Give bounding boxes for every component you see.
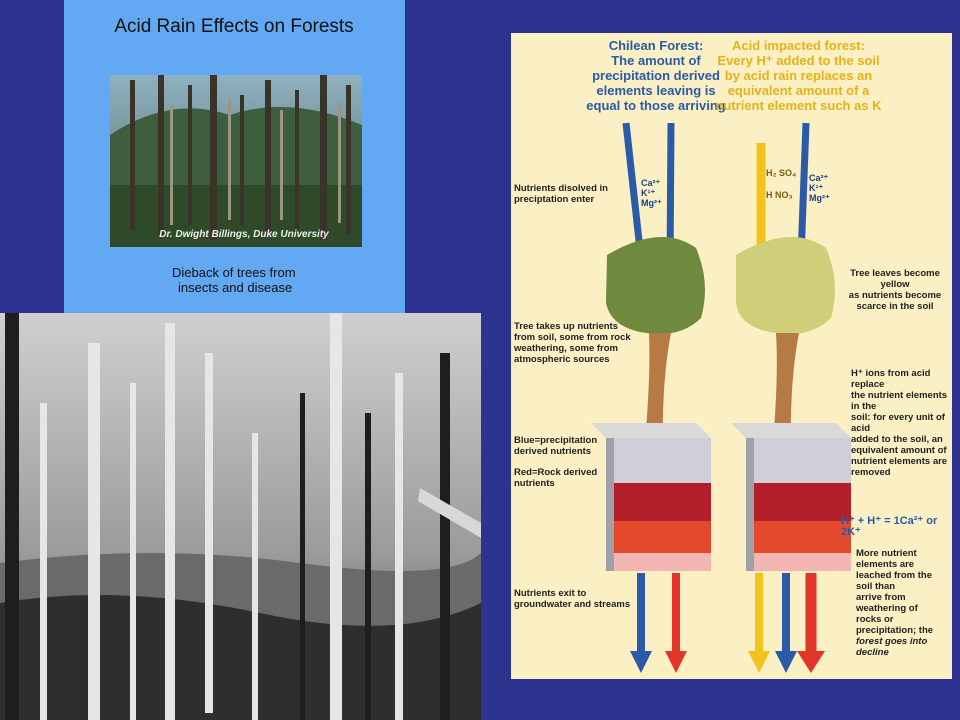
nutrients-enter-1: Nutrients disolved in [514,183,608,194]
canopy-right [736,237,835,334]
chilean-title: Chilean Forest: [608,38,704,53]
leached-1: More nutrient elements are [856,548,917,570]
legend-label: Blue=precipitation derived nutrients Red… [514,435,609,489]
chilean-desc-3: elements leaving is [596,83,716,98]
canopy-left [606,237,705,334]
equation-label: H⁺ + H⁺ = 1Ca²⁺ or 2K⁺ [841,515,938,538]
legend-red-2: nutrients [514,478,555,489]
uptake-3: weathering, some from [514,343,618,354]
diagram-graphics [591,122,851,673]
caption-line-2: insects and disease [178,280,293,295]
nutrient-cycle-diagram: Chilean Forest: The amount of precipitat… [511,33,952,679]
bw-dead-forest-photo [0,313,481,720]
h-ions-7: removed [851,467,891,478]
photo-credit: Dr. Dwight Billings, Duke University [159,229,329,240]
yellow-leaves-label: Tree leaves become yellow as nutrients b… [841,268,949,312]
acid-desc-1: Every H⁺ added to the soil [717,53,880,68]
legend-red-1: Red=Rock derived [514,467,598,478]
chem-hno3: H NO₃ [766,190,793,200]
exit-label: Nutrients exit to groundwater and stream… [514,588,634,610]
acid-desc-2: by acid rain replaces an [724,68,873,83]
yellow-3: scarce in the soil [856,301,934,312]
caption-line-1: Dieback of trees from [172,265,296,280]
nutrients-enter-2: preciptation enter [514,194,595,205]
chem-mg-r: Mg²⁺ [809,193,830,203]
h-ions-5: equivalent amount of [851,445,947,456]
slide-title: Acid Rain Effects on Forests [114,16,354,37]
photo-caption: Dieback of trees from insects and diseas… [172,265,296,295]
h-ions-3: soil: for every unit of acid [851,412,945,434]
chem-ca-r: Ca²⁺ [809,173,829,183]
legend-blue-2: derived nutrients [514,446,592,457]
acid-desc-3: equivalent amount of a [727,83,870,98]
chilean-desc-4: equal to those arriving [586,98,726,113]
h-ions-6: nutrient elements are [851,456,948,467]
acid-desc-4: nutrient element such as K [715,98,882,113]
soil-right [731,423,851,571]
chem-ca: Ca²⁺ [641,178,661,188]
nutrients-enter-label: Nutrients disolved in preciptation enter [514,183,624,205]
acid-forest-heading: Acid impacted forest: Every H⁺ added to … [711,38,886,113]
chem-h2so4: H₂ SO₄ [766,168,797,178]
h-ions-2: the nutrient elements in the [851,390,948,412]
uptake-label: Tree takes up nutrients from soil, some … [514,321,634,365]
chilean-forest-heading: Chilean Forest: The amount of precipitat… [571,38,741,113]
chilean-desc-2: precipitation derived [592,68,720,83]
uptake-1: Tree takes up nutrients [514,321,619,332]
chem-k: K¹⁺ [641,188,656,198]
uptake-2: from soil, some from rock [514,332,631,343]
decline-text: forest goes into decline [856,636,928,658]
leached-4: rocks or precipitation; the [856,614,934,636]
info-card: Acid Rain Effects on Forests Dr. Dwight … [64,0,405,315]
forest-dieback-photo [110,75,362,247]
h-ions-1: H⁺ ions from acid replace [851,368,931,390]
yellow-1: Tree leaves become yellow [850,268,940,290]
chem-in-left: Ca²⁺ K¹⁺ Mg²⁺ [641,178,662,208]
exit-2: groundwater and streams [514,599,631,610]
yellow-2: as nutrients become [848,290,942,301]
chem-k-r: K¹⁺ [809,183,824,193]
chem-in-right: Ca²⁺ K¹⁺ Mg²⁺ [809,173,830,203]
chem-acid-in: H₂ SO₄ H NO₃ [766,168,796,200]
leached-label: More nutrient elements are leached from … [856,548,951,658]
h-ions-4: added to the soil, an [851,434,943,445]
legend-blue-1: Blue=precipitation [514,435,598,446]
chem-mg: Mg²⁺ [641,198,662,208]
soil-left [591,423,711,571]
rain-arrow-right [797,122,810,259]
acid-title: Acid impacted forest: [732,38,865,53]
leached-2: leached from the soil than [856,570,933,592]
h-ions-label: H⁺ ions from acid replace the nutrient e… [851,368,951,478]
uptake-4: atmospheric sources [514,354,610,365]
exit-1: Nutrients exit to [514,588,587,599]
chilean-desc-1: The amount of [611,53,701,68]
leached-3: arrive from weathering of [856,592,918,614]
